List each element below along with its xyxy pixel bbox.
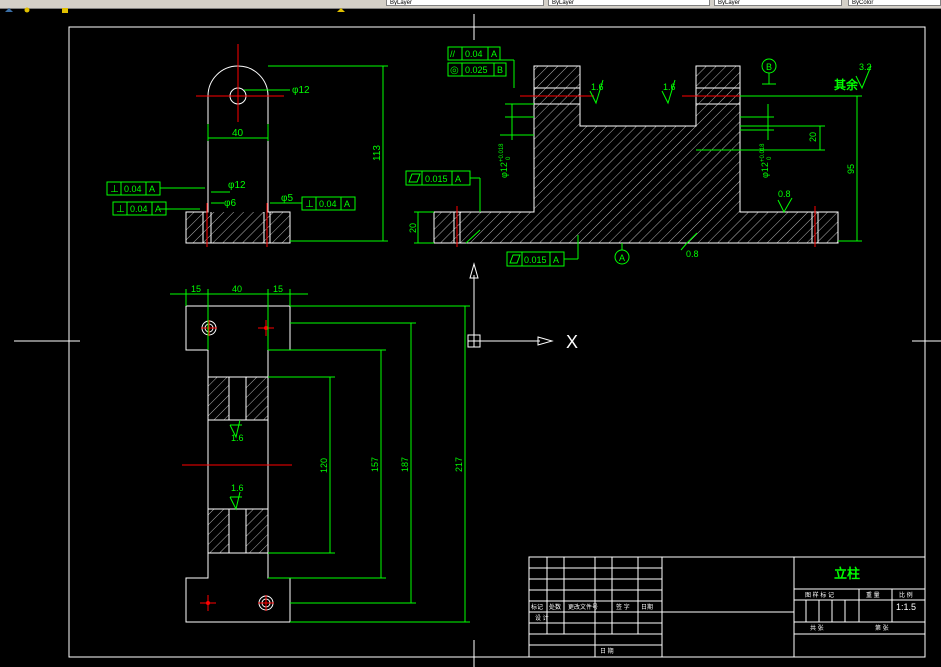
plan-dim-40: 40 bbox=[232, 284, 242, 294]
side-rough-08-a: 0.8 bbox=[778, 189, 791, 199]
side-view: 1.6 1.6 B 其余 3.2 20 95 20 φ12 +0.018 0 φ… bbox=[405, 46, 872, 267]
design-label: 设 计 bbox=[535, 614, 549, 622]
svg-text:A: A bbox=[491, 49, 497, 59]
svg-text:B: B bbox=[497, 65, 503, 75]
svg-text:+0.018: +0.018 bbox=[499, 143, 505, 162]
layer-icon[interactable] bbox=[4, 0, 14, 12]
drawing-canvas[interactable]: X bbox=[0, 9, 941, 667]
plan-dim-15-right: 15 bbox=[273, 284, 283, 294]
tolerance-frame-parallel: // 0.04 A bbox=[447, 46, 501, 61]
toolbar: ByLayer ByLayer ByLayer ByColor bbox=[0, 0, 941, 13]
date-label: 日 期 bbox=[600, 647, 614, 655]
side-rough-2: 1.6 bbox=[663, 82, 676, 92]
tolerance-frame-left-2: ⊥ 0.04 A bbox=[112, 201, 167, 216]
color-select[interactable]: ByLayer bbox=[386, 0, 544, 6]
rest-roughness-value: 3.2 bbox=[859, 62, 872, 72]
linetype-select[interactable]: ByLayer bbox=[548, 0, 710, 6]
svg-text:0.04: 0.04 bbox=[124, 184, 142, 194]
svg-text:+0.018: +0.018 bbox=[760, 143, 766, 162]
svg-text:0.04: 0.04 bbox=[319, 199, 337, 209]
tolerance-frame-concentric: ◎ 0.025 B bbox=[447, 62, 507, 77]
flatness-frame-1: 0.015 A bbox=[405, 170, 471, 186]
svg-text:φ12: φ12 bbox=[499, 162, 509, 178]
svg-text:0.015: 0.015 bbox=[524, 255, 547, 265]
sun-icon[interactable] bbox=[22, 0, 32, 13]
revision-count-label: 处数 bbox=[549, 603, 561, 611]
front-dia-5: φ5 bbox=[281, 193, 293, 204]
side-rough-1: 1.6 bbox=[591, 82, 604, 92]
drawing-title: 立柱 bbox=[834, 566, 860, 581]
x-axis-label: X bbox=[566, 332, 578, 352]
flatness-frame-2: 0.015 A bbox=[506, 251, 565, 267]
svg-text:0: 0 bbox=[506, 156, 512, 160]
plan-dim-15-left: 15 bbox=[191, 284, 201, 294]
scale-label: 比 例 bbox=[899, 591, 913, 599]
side-dia-right: φ12 +0.018 0 bbox=[760, 143, 773, 178]
svg-text:0.015: 0.015 bbox=[425, 174, 448, 184]
side-dia-left: φ12 +0.018 0 bbox=[499, 143, 512, 178]
svg-text:⊥: ⊥ bbox=[116, 204, 125, 215]
lineweight-select[interactable]: ByLayer bbox=[714, 0, 842, 6]
front-dia-6: φ6 bbox=[224, 198, 236, 209]
front-dia-top: φ12 bbox=[292, 85, 310, 96]
front-dia-mid: φ12 bbox=[228, 180, 246, 191]
svg-text:A: A bbox=[344, 199, 350, 209]
drawing-frame bbox=[14, 14, 941, 667]
front-view: φ12 40 113 φ12 φ6 φ5 ⊥ 0.04 A ⊥ 0.04 A ⊥… bbox=[106, 44, 388, 247]
svg-text:◎: ◎ bbox=[450, 65, 459, 76]
svg-text:0.04: 0.04 bbox=[130, 204, 148, 214]
front-width-40: 40 bbox=[232, 128, 244, 139]
ucs-icon bbox=[467, 262, 554, 348]
sheet-label: 第 张 bbox=[875, 624, 889, 632]
plan-dim-187: 187 bbox=[400, 457, 410, 472]
datum-a-label: A bbox=[619, 253, 625, 263]
svg-text:⊥: ⊥ bbox=[110, 184, 119, 195]
svg-text:A: A bbox=[553, 255, 559, 265]
lock-icon[interactable] bbox=[60, 0, 70, 13]
signature-label: 签 字 bbox=[616, 603, 630, 611]
plan-dim-157: 157 bbox=[370, 457, 380, 472]
plan-dim-120: 120 bbox=[319, 458, 329, 473]
revision-date-label: 日期 bbox=[641, 603, 653, 611]
side-dim-95: 95 bbox=[846, 164, 856, 174]
plan-rough-bottom: 1.6 bbox=[231, 483, 244, 493]
tolerance-frame-right: ⊥ 0.04 A bbox=[301, 196, 356, 211]
svg-text:0.04: 0.04 bbox=[465, 49, 483, 59]
stage-label: 图 样 标 记 bbox=[805, 591, 834, 599]
svg-text:φ12: φ12 bbox=[760, 162, 770, 178]
side-dim-20-left: 20 bbox=[408, 223, 418, 233]
datum-b-label: B bbox=[766, 62, 772, 72]
scale-value: 1:1.5 bbox=[896, 602, 916, 612]
front-height-113: 113 bbox=[372, 145, 383, 161]
rest-roughness-label: 其余 bbox=[834, 77, 859, 92]
svg-text:0.025: 0.025 bbox=[465, 65, 488, 75]
plotstyle-select[interactable]: ByColor bbox=[848, 0, 941, 6]
plan-view: 15 40 15 120 157 187 217 1.6 1.6 bbox=[170, 284, 470, 623]
revision-doc-label: 更改文件号 bbox=[568, 603, 598, 611]
plan-dim-217: 217 bbox=[454, 457, 464, 472]
layer-manager-icon[interactable] bbox=[336, 0, 346, 12]
revision-mark-label: 标记 bbox=[531, 603, 543, 611]
side-dim-20-right: 20 bbox=[808, 132, 818, 142]
svg-text:0: 0 bbox=[767, 156, 773, 160]
side-rough-08-b: 0.8 bbox=[686, 249, 699, 259]
sheet-total-label: 共 张 bbox=[810, 624, 824, 632]
plan-rough-top: 1.6 bbox=[231, 433, 244, 443]
svg-text:A: A bbox=[155, 204, 161, 214]
title-block: 立柱 图 样 标 记 重 量 比 例 1:1.5 共 张 第 张 标记 处数 更… bbox=[528, 556, 926, 658]
svg-text:A: A bbox=[149, 184, 155, 194]
svg-text:⊥: ⊥ bbox=[305, 199, 314, 210]
svg-text:A: A bbox=[455, 174, 461, 184]
tolerance-frame-left-1: ⊥ 0.04 A bbox=[106, 181, 161, 196]
weight-label: 重 量 bbox=[866, 591, 880, 599]
svg-text://: // bbox=[450, 49, 456, 59]
